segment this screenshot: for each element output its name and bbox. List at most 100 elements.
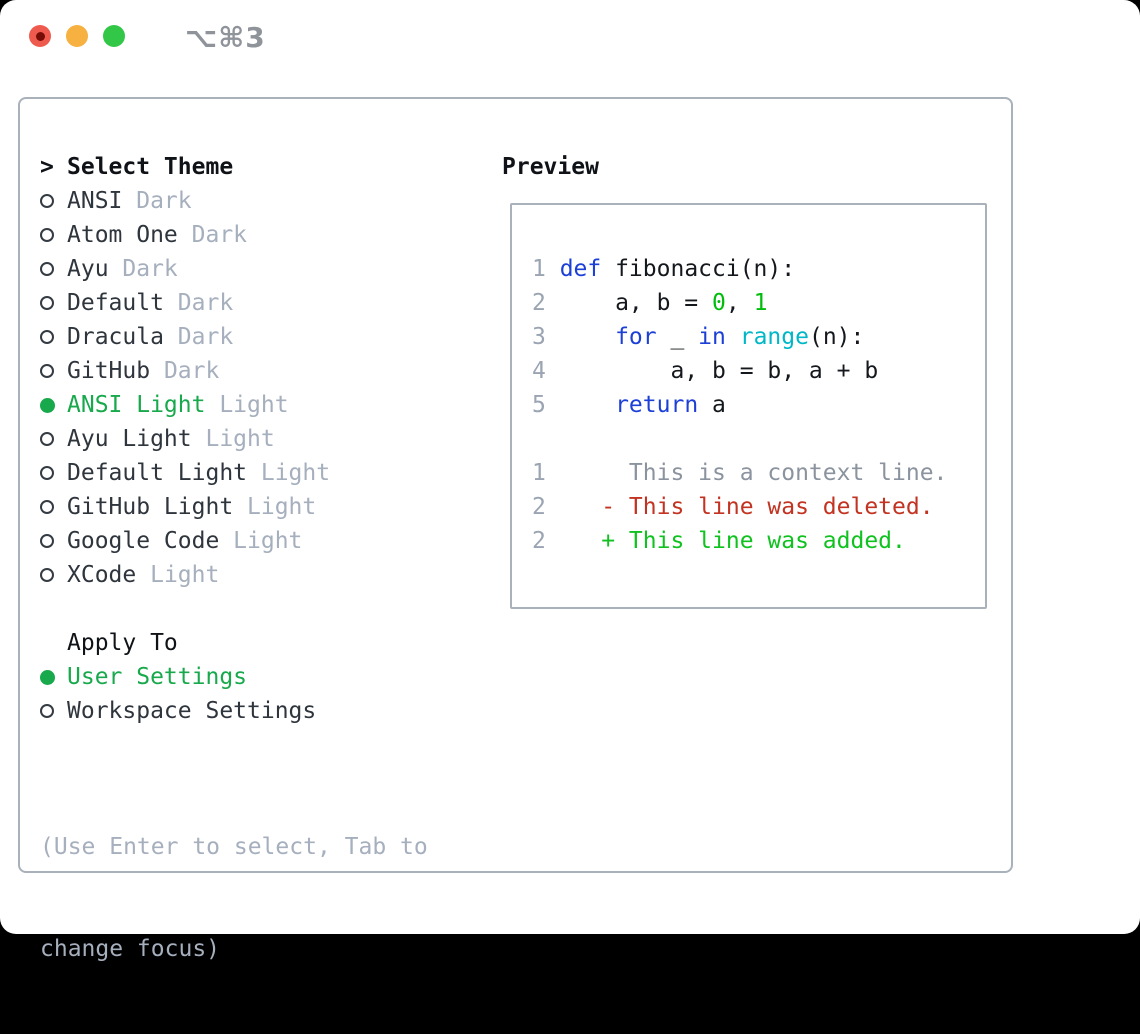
- theme-item-label: ANSI Light: [67, 392, 206, 418]
- prompt-caret: >: [40, 154, 54, 180]
- theme-variant-badge: Dark: [177, 324, 234, 350]
- apply-option-user-settings[interactable]: User Settings: [40, 660, 485, 694]
- hint-line-2: change focus): [40, 936, 221, 962]
- apply-option-workspace-settings[interactable]: Workspace Settings: [40, 694, 485, 728]
- apply-to-header: Apply To: [67, 630, 178, 656]
- code-text: def fibonacci(n):: [559, 256, 796, 282]
- theme-item-label: Atom One: [67, 222, 178, 248]
- line-number: [532, 422, 546, 456]
- line-number: 1: [532, 460, 546, 486]
- theme-variant-badge: Dark: [177, 290, 234, 316]
- theme-item-github-light[interactable]: GitHub Light Light: [40, 490, 485, 524]
- line-number: 2: [532, 290, 546, 316]
- radio-unselected-icon: [40, 466, 67, 480]
- theme-item-google-code[interactable]: Google Code Light: [40, 524, 485, 558]
- line-number: 2: [532, 494, 546, 520]
- code-text: + This line was added.: [601, 528, 906, 554]
- theme-item-label: Default: [67, 290, 164, 316]
- code-text: - This line was deleted.: [601, 494, 934, 520]
- unsaved-indicator-dot: [35, 31, 45, 41]
- radio-unselected-icon: [40, 364, 67, 378]
- radio-unselected-icon: [40, 704, 67, 718]
- code-text: [546, 422, 560, 456]
- theme-variant-badge: Light: [150, 562, 220, 588]
- code-line: 1 def fibonacci(n):: [532, 252, 985, 286]
- radio-unselected-icon: [40, 228, 67, 242]
- radio-unselected-icon: [40, 534, 67, 548]
- line-number: 2: [532, 528, 546, 554]
- select-theme-header: > Select Theme: [40, 150, 485, 184]
- theme-item-label: Google Code: [67, 528, 220, 554]
- theme-item-label: Default Light: [67, 460, 248, 486]
- theme-variant-badge: Light: [260, 460, 331, 486]
- radio-unselected-icon: [40, 262, 67, 276]
- window-title-shortcut: ⌥⌘3: [185, 21, 266, 54]
- close-button[interactable]: [29, 25, 51, 47]
- code-line: 4 a, b = b, a + b: [532, 354, 985, 388]
- line-number: 5: [532, 392, 546, 418]
- theme-item-ansi[interactable]: ANSI Dark: [40, 184, 485, 218]
- radio-unselected-icon: [40, 296, 67, 310]
- title-bar: ⌥⌘3: [0, 0, 1140, 74]
- preview-title: Preview: [502, 154, 599, 180]
- theme-variant-badge: Light: [219, 392, 289, 418]
- theme-item-label: Ayu: [67, 256, 109, 282]
- theme-item-default[interactable]: Default Dark: [40, 286, 485, 320]
- theme-item-default-light[interactable]: Default Light Light: [40, 456, 485, 490]
- theme-item-label: Dracula: [67, 324, 164, 350]
- theme-item-ansi-light[interactable]: ANSI Light Light: [40, 388, 485, 422]
- apply-option-label: Workspace Settings: [67, 698, 317, 724]
- minimize-button[interactable]: [66, 25, 88, 47]
- code-line: 2 + This line was added.: [532, 524, 985, 558]
- hint-line-1: (Use Enter to select, Tab to: [40, 834, 428, 860]
- code-line: 5 return a: [532, 388, 985, 422]
- theme-variant-badge: Dark: [122, 256, 178, 282]
- theme-item-dracula[interactable]: Dracula Dark: [40, 320, 485, 354]
- theme-variant-badge: Dark: [191, 222, 248, 248]
- theme-item-atom-one[interactable]: Atom One Dark: [40, 218, 485, 252]
- radio-unselected-icon: [40, 568, 67, 582]
- theme-item-label: Ayu Light: [67, 426, 192, 452]
- zoom-button[interactable]: [103, 25, 125, 47]
- code-line: [532, 422, 985, 456]
- code-line: 2 - This line was deleted.: [532, 490, 985, 524]
- code-text: a, b = b, a + b: [559, 358, 879, 384]
- theme-item-ayu[interactable]: Ayu Dark: [40, 252, 485, 286]
- line-number: 1: [532, 256, 546, 282]
- theme-variant-badge: Dark: [136, 188, 192, 214]
- code-line: 2 a, b = 0, 1: [532, 286, 985, 320]
- line-number: 4: [532, 358, 546, 384]
- code-text: return a: [615, 392, 726, 418]
- theme-variant-badge: Light: [247, 494, 317, 520]
- code-text: a, b = 0, 1: [559, 290, 768, 316]
- select-theme-title: Select Theme: [67, 154, 234, 180]
- code-line: 3 for _ in range(n):: [532, 320, 985, 354]
- radio-unselected-icon: [40, 432, 67, 446]
- radio-selected-icon: [40, 669, 67, 685]
- code-text: for _ in range(n):: [615, 324, 865, 350]
- theme-item-label: XCode: [67, 562, 137, 588]
- radio-unselected-icon: [40, 194, 67, 208]
- theme-item-label: GitHub Light: [67, 494, 234, 520]
- theme-item-label: ANSI: [67, 188, 123, 214]
- radio-unselected-icon: [40, 330, 67, 344]
- theme-item-xcode[interactable]: XCode Light: [40, 558, 485, 592]
- theme-variant-badge: Light: [233, 528, 303, 554]
- code-text: This is a context line.: [559, 460, 948, 486]
- code-line: 1 This is a context line.: [532, 456, 985, 490]
- line-number: 3: [532, 324, 546, 350]
- apply-option-label: User Settings: [67, 664, 248, 690]
- theme-item-label: GitHub: [67, 358, 151, 384]
- radio-unselected-icon: [40, 500, 67, 514]
- keyboard-hint: (Use Enter to select, Tab to change focu…: [40, 762, 485, 1034]
